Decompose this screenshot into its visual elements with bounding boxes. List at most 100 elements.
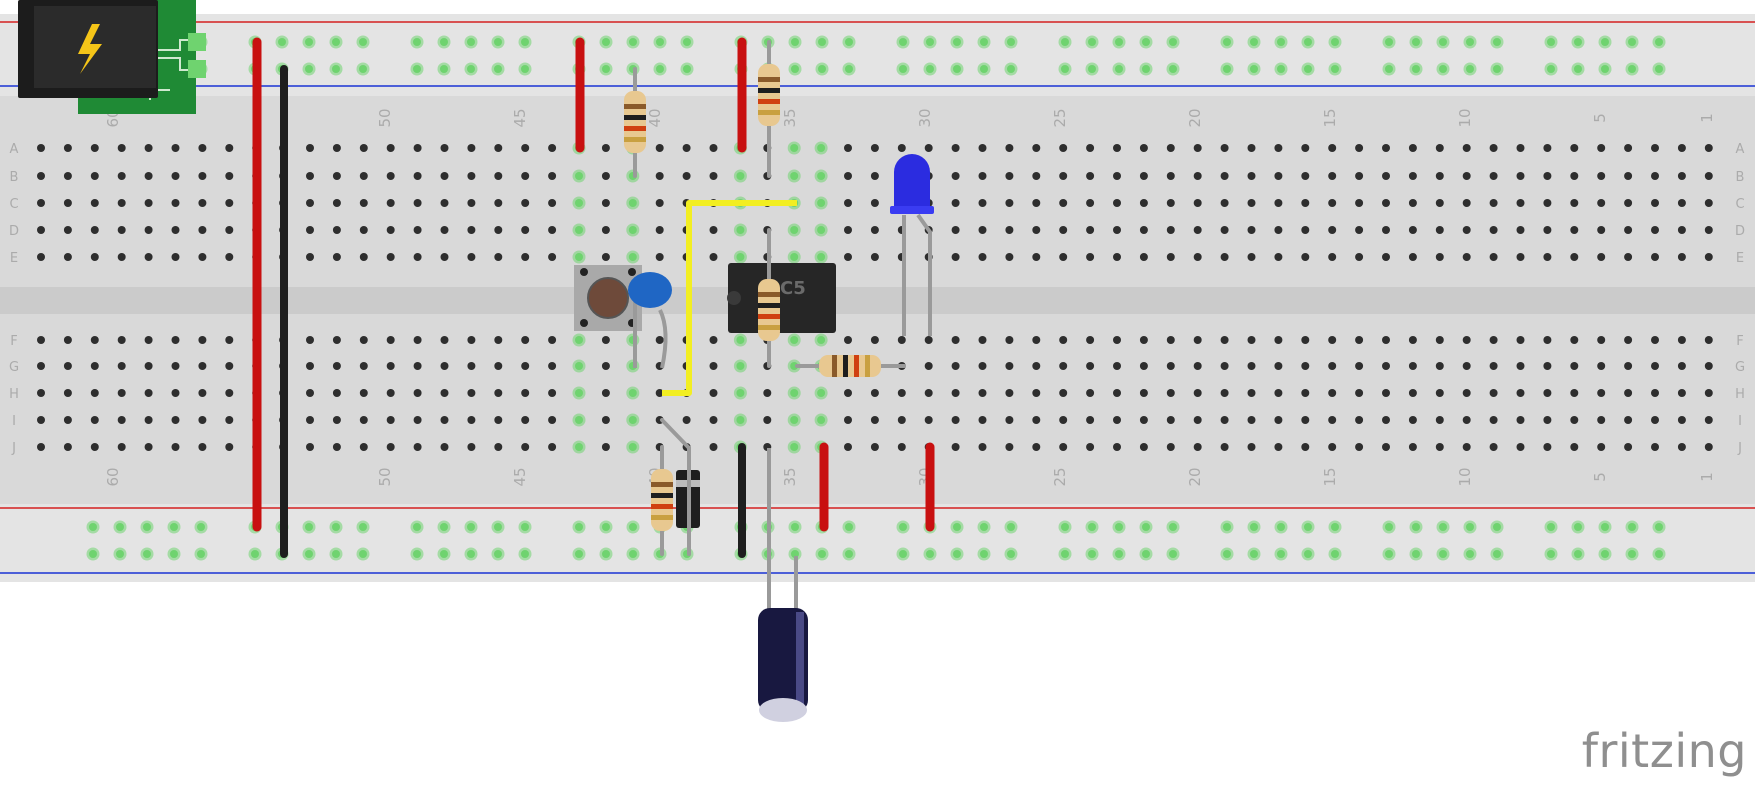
breadboard-hole[interactable] (1516, 416, 1525, 424)
breadboard-hole[interactable] (63, 253, 72, 261)
breadboard-hole[interactable] (37, 362, 45, 370)
rail-hole[interactable] (926, 550, 934, 558)
breadboard-hole[interactable] (601, 172, 610, 180)
breadboard-hole[interactable] (1516, 144, 1525, 152)
breadboard-hole[interactable] (1462, 389, 1471, 397)
rail-hole[interactable] (1088, 523, 1096, 531)
breadboard-hole[interactable] (951, 144, 960, 152)
breadboard-hole[interactable] (1247, 226, 1256, 234)
breadboard-hole[interactable] (467, 172, 476, 180)
breadboard-hole[interactable] (1032, 443, 1041, 451)
breadboard-hole[interactable] (1274, 199, 1283, 207)
breadboard-hole[interactable] (494, 144, 503, 152)
rail-hole[interactable] (575, 523, 583, 531)
breadboard-hole[interactable] (117, 336, 126, 344)
breadboard-hole[interactable] (37, 389, 45, 397)
breadboard-hole[interactable] (1274, 336, 1283, 344)
rail-hole[interactable] (278, 38, 286, 46)
breadboard-hole[interactable] (521, 443, 530, 451)
breadboard-hole[interactable] (548, 226, 557, 234)
rail-hole[interactable] (1223, 65, 1231, 73)
breadboard-hole[interactable] (144, 199, 153, 207)
breadboard-hole[interactable] (521, 226, 530, 234)
breadboard-hole[interactable] (1139, 144, 1148, 152)
breadboard-hole[interactable] (897, 389, 906, 397)
breadboard-hole[interactable] (1382, 416, 1390, 424)
rail-hole[interactable] (1115, 550, 1123, 558)
rail-hole[interactable] (926, 38, 934, 46)
breadboard-hole[interactable] (1328, 362, 1337, 370)
rail-hole[interactable] (926, 65, 934, 73)
breadboard-hole[interactable] (1597, 443, 1606, 451)
breadboard-hole[interactable] (924, 144, 933, 152)
breadboard-hole[interactable] (978, 389, 987, 397)
breadboard-hole[interactable] (1032, 336, 1041, 344)
breadboard-hole[interactable] (1651, 389, 1659, 397)
breadboard-hole[interactable] (306, 362, 314, 370)
breadboard-hole[interactable] (1435, 253, 1444, 261)
breadboard-hole[interactable] (951, 443, 960, 451)
breadboard-hole[interactable] (144, 172, 153, 180)
breadboard-hole[interactable] (521, 389, 530, 397)
breadboard-hole[interactable] (37, 172, 45, 180)
rail-hole[interactable] (197, 550, 205, 558)
breadboard-hole[interactable] (870, 389, 879, 397)
rail-hole[interactable] (602, 523, 610, 531)
breadboard-hole[interactable] (37, 336, 45, 344)
breadboard-hole[interactable] (413, 362, 422, 370)
breadboard-hole[interactable] (951, 416, 960, 424)
breadboard-hole[interactable] (1166, 144, 1175, 152)
breadboard-hole[interactable] (1677, 389, 1686, 397)
breadboard-hole[interactable] (494, 389, 503, 397)
breadboard-hole[interactable] (1355, 144, 1364, 152)
breadboard-hole[interactable] (1543, 144, 1552, 152)
rail-hole[interactable] (413, 523, 421, 531)
breadboard-hole[interactable] (440, 416, 449, 424)
breadboard-hole[interactable] (1247, 336, 1256, 344)
breadboard-hole[interactable] (90, 416, 99, 424)
breadboard-hole[interactable] (359, 389, 368, 397)
breadboard-hole[interactable] (1086, 226, 1095, 234)
resistor[interactable] (758, 64, 780, 126)
breadboard-hole[interactable] (1651, 416, 1659, 424)
breadboard-hole[interactable] (1032, 362, 1041, 370)
breadboard-hole[interactable] (1677, 199, 1686, 207)
breadboard-hole[interactable] (736, 416, 745, 424)
breadboard-hole[interactable] (1086, 144, 1095, 152)
breadboard-hole[interactable] (1408, 336, 1417, 344)
breadboard-hole[interactable] (1086, 416, 1095, 424)
breadboard-hole[interactable] (1059, 362, 1068, 370)
rail-hole[interactable] (1547, 65, 1555, 73)
breadboard-hole[interactable] (575, 362, 583, 370)
breadboard-hole[interactable] (386, 172, 395, 180)
breadboard-hole[interactable] (709, 416, 718, 424)
breadboard-hole[interactable] (1166, 389, 1175, 397)
breadboard-hole[interactable] (1382, 199, 1390, 207)
breadboard-hole[interactable] (1086, 199, 1095, 207)
breadboard-hole[interactable] (521, 416, 530, 424)
rail-hole[interactable] (980, 550, 988, 558)
breadboard-hole[interactable] (1166, 172, 1175, 180)
breadboard-hole[interactable] (844, 172, 852, 180)
breadboard-hole[interactable] (117, 443, 126, 451)
breadboard-hole[interactable] (198, 226, 207, 234)
breadboard-hole[interactable] (306, 226, 314, 234)
rail-hole[interactable] (1493, 523, 1501, 531)
breadboard-hole[interactable] (332, 443, 341, 451)
rail-hole[interactable] (1250, 65, 1258, 73)
breadboard-hole[interactable] (1408, 172, 1417, 180)
breadboard-hole[interactable] (1435, 144, 1444, 152)
breadboard-hole[interactable] (1139, 199, 1148, 207)
rail-hole[interactable] (1250, 550, 1258, 558)
breadboard-hole[interactable] (1651, 443, 1659, 451)
breadboard-hole[interactable] (1462, 172, 1471, 180)
breadboard-hole[interactable] (790, 336, 799, 344)
rail-hole[interactable] (1574, 65, 1582, 73)
breadboard-hole[interactable] (413, 253, 422, 261)
breadboard-hole[interactable] (1382, 389, 1390, 397)
rail-hole[interactable] (818, 65, 826, 73)
breadboard-hole[interactable] (1247, 389, 1256, 397)
breadboard-hole[interactable] (1489, 443, 1498, 451)
breadboard-hole[interactable] (90, 199, 99, 207)
blue-led[interactable] (890, 154, 934, 336)
